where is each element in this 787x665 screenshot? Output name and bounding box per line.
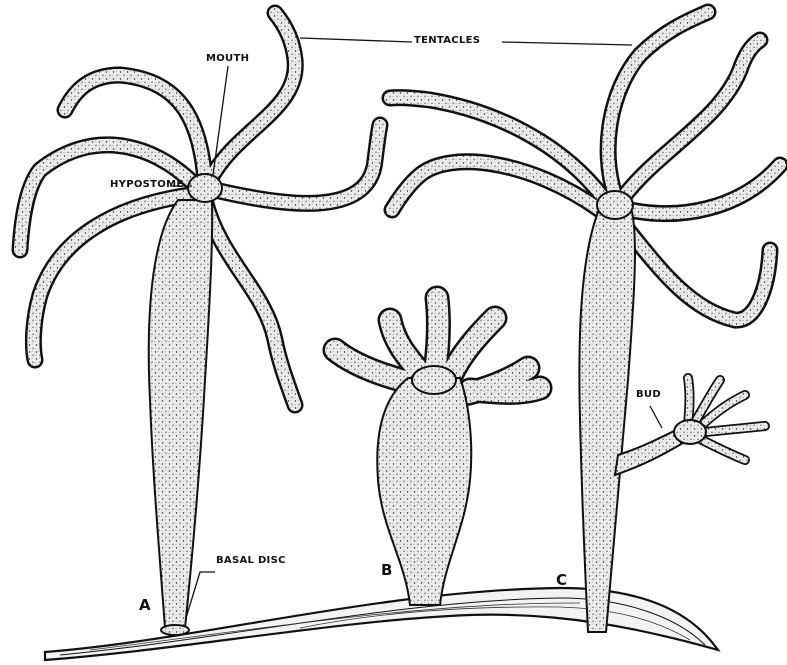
mouth-label: MOUTH [206,54,249,64]
hydra-a-body [149,200,212,628]
specimen-c-label: C [556,573,567,588]
hydra-c-body [579,212,635,632]
bud-label: BUD [636,390,661,400]
specimen-a-label: A [139,598,151,613]
tentacles-leader-right [502,42,632,45]
bud-leader [650,406,662,428]
hydra-a [20,13,380,635]
tentacles-leader-left [300,38,412,42]
hydra-c-hypostome [597,191,633,219]
hydra-a-basal-disc [161,625,189,635]
hydra-b-hypostome [412,366,456,394]
hydra-a-hypostome [188,174,222,202]
specimen-b-label: B [381,563,392,578]
hydra-b [335,298,540,605]
basal-disc-label: BASAL DISC [216,556,286,566]
hypostome-label: HYPOSTOME [110,180,183,190]
tentacles-label: TENTACLES [414,36,480,46]
